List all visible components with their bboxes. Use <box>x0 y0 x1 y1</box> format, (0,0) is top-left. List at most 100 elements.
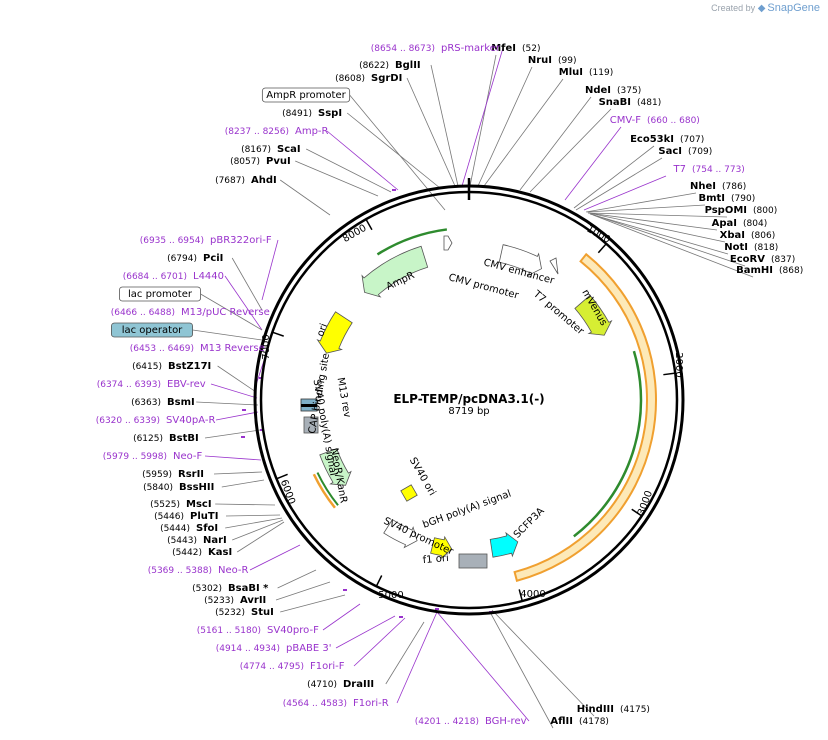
site-name-amp-r: Amp-R <box>295 126 329 137</box>
site-name-bstz17i: BstZ17I <box>168 361 211 372</box>
leader-line <box>200 293 263 331</box>
inner-label-m13-rev: M13 rev <box>335 377 353 419</box>
site-name-bglii: BglII <box>395 60 421 71</box>
inner-label-scfp3a: SCFP3A <box>512 506 547 541</box>
site-mfei: MfeI(52) <box>491 43 540 54</box>
site-l4440: (6684 .. 6701)L4440 <box>123 271 224 282</box>
site-neo-f: (5979 .. 5998)Neo-F <box>103 451 203 462</box>
site-pos-sv40pro-f: (5161 .. 5180) <box>197 626 261 636</box>
site-name-bsabi: BsaBI * <box>228 583 269 594</box>
site-name-pcii: PciI <box>203 253 223 264</box>
feature-t7-promoter <box>549 257 559 275</box>
leader-line <box>573 145 655 209</box>
site-name-neo-f: Neo-F <box>173 451 203 462</box>
site-name-sspi: SspI <box>318 108 342 119</box>
leader-line <box>592 214 754 278</box>
site-pos-pbr322ori-f: (6935 .. 6954) <box>140 236 204 246</box>
leader-line <box>249 544 301 571</box>
plasmid-length: 8719 bp <box>448 406 489 417</box>
site-apai: ApaI(804) <box>712 218 768 229</box>
site-kasi: (5442) KasI <box>172 547 232 558</box>
site-name-sgrdi: SgrDI <box>371 73 402 84</box>
site-mlui: MluI(119) <box>559 67 613 78</box>
snapgene-brand: SnapGene <box>767 2 820 14</box>
site-bmti: BmtI (790) <box>698 193 755 204</box>
site-pos-ndei: (375) <box>617 86 641 96</box>
site-pos-bgh-rev: (4201 .. 4218) <box>415 717 479 727</box>
site-pos-bsshii: (5840) <box>143 483 173 493</box>
site-name-rsrii: RsrII <box>178 469 204 480</box>
site-pvui: (8057)PvuI <box>230 156 291 167</box>
site-bstz17i: (6415)BstZ17I <box>132 361 211 372</box>
site-amp-r: (8237 .. 8256)Amp-R <box>225 126 329 137</box>
cds-arc <box>513 252 657 582</box>
leader-line <box>430 64 459 187</box>
site-pos-sgrdi: (8608) <box>335 74 365 84</box>
leader-line <box>587 212 728 218</box>
site-name-pbabe-3: pBABE 3' <box>286 643 332 654</box>
leader-line <box>589 213 729 255</box>
leader-line <box>213 471 263 475</box>
site-pos-snabi: (481) <box>637 98 661 108</box>
site-hindiii: HindIII (4175) <box>577 704 650 715</box>
site-name-t7: T7 <box>673 164 686 175</box>
site-nari: (5443)NarI <box>167 535 227 546</box>
leader-line <box>221 479 265 488</box>
features-layer <box>300 228 657 582</box>
site-bglii: (8622)BglII <box>359 60 421 71</box>
site-name-prs-marker: pRS-marker <box>441 43 501 54</box>
leader-line <box>396 611 438 704</box>
feature-cap-site-bar <box>301 404 317 407</box>
site-bamhi: BamHI(868) <box>736 265 803 276</box>
neo-thin-arrow <box>316 472 339 506</box>
site-pos-sv40pa-r: (6320 .. 6339) <box>96 416 160 426</box>
site-pos-nrui: (99) <box>558 56 576 66</box>
leader-line <box>406 77 456 187</box>
site-sspi: (8491) SspI <box>282 108 342 119</box>
site-name-xbai: XbaI <box>720 230 745 241</box>
site-bsabi: (5302)BsaBI * <box>192 583 269 594</box>
site-name-sv40pro-f: SV40pro-F <box>267 625 319 636</box>
site-neo-r: (5369 .. 5388)Neo-R <box>148 565 249 576</box>
site-ebv-rev: (6374 .. 6393) EBV-rev <box>97 379 206 390</box>
site-pos-ebv-rev: (6374 .. 6393) <box>97 380 161 390</box>
leader-line <box>225 517 283 529</box>
site-name-pluti: PluTI <box>190 511 218 522</box>
leader-line <box>385 621 425 685</box>
site-bstbi: (6125)BstBI <box>133 433 199 444</box>
site-pos-bstbi: (6125) <box>133 434 163 444</box>
site-aflii: AflII(4178) <box>550 716 609 727</box>
label-box-lac-operator <box>111 322 193 338</box>
leader-line <box>587 212 718 231</box>
leader-line <box>275 581 331 601</box>
site-pos-noti: (818) <box>754 243 778 253</box>
site-name-nari: NarI <box>203 535 227 546</box>
site-xbai: XbaI (806) <box>720 230 776 241</box>
tick-mark-8000 <box>365 218 373 231</box>
site-name-kasi: KasI <box>208 547 232 558</box>
leader-line <box>322 603 361 631</box>
site-name-draiii: DraIII <box>343 679 374 690</box>
site-pos-draiii: (4710) <box>307 680 337 690</box>
site-pos-sspi: (8491) <box>282 109 312 119</box>
site-name-mfei: MfeI <box>491 43 516 54</box>
leader-line <box>575 157 663 211</box>
leader-line <box>204 429 261 439</box>
site-pos-hindiii: (4175) <box>620 705 650 715</box>
site-pos-kasi: (5442) <box>172 548 202 558</box>
site-pos-ahdi: (7687) <box>215 176 245 186</box>
site-pos-bmti: (790) <box>731 194 755 204</box>
leader-line <box>225 514 281 517</box>
site-name-pbr322ori-f: pBR322ori-F <box>210 235 272 246</box>
site-name-ebv-rev: EBV-rev <box>167 379 206 390</box>
site-cmv-f: CMV-F(660 .. 680) <box>610 115 700 126</box>
site-name-hindiii: HindIII <box>577 704 614 715</box>
leader-line <box>349 94 446 211</box>
tick-label-1000: 1000 <box>584 224 612 246</box>
tick-label-2000: 2000 <box>673 352 684 377</box>
label-text-lac-operator: lac operator <box>122 325 183 336</box>
site-pos-xbai: (806) <box>751 231 775 241</box>
leader-line <box>196 401 259 406</box>
leader-line <box>231 257 263 311</box>
site-name-bmti: BmtI <box>698 193 725 204</box>
